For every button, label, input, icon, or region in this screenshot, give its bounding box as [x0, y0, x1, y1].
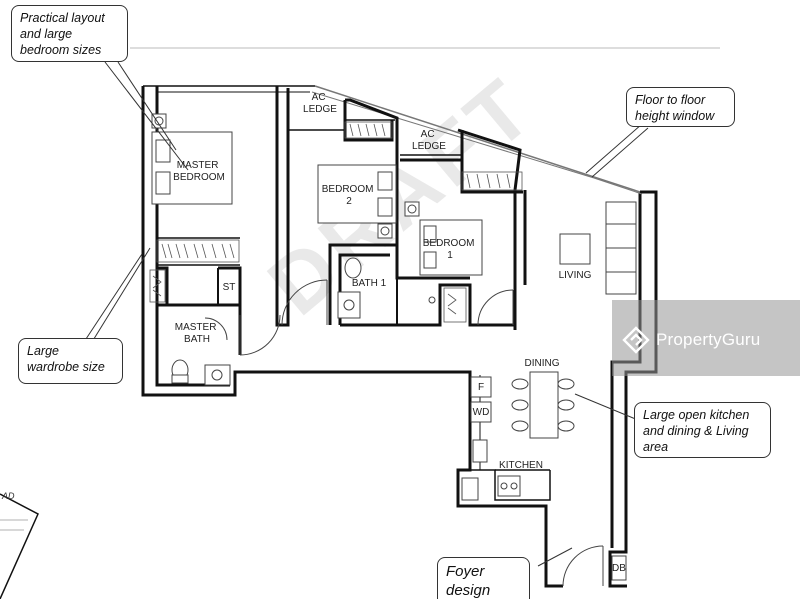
- label-master-bath-line1: MASTER: [175, 322, 217, 333]
- label-ac-ledge-2-line1: AC: [421, 129, 435, 140]
- living-furniture: [461, 201, 637, 581]
- label-bedroom-1: BEDROOM 1: [423, 238, 477, 261]
- label-dining: DINING: [525, 358, 560, 369]
- callout-leaders: [83, 61, 649, 567]
- label-ac-ledge-2-line2: LEDGE: [412, 141, 446, 152]
- callout-layout: Practical layout and large bedroom sizes: [11, 5, 128, 62]
- label-bedroom-1-line1: BEDROOM: [423, 238, 475, 249]
- label-ac-ledge-1-line1: AC: [312, 92, 326, 103]
- label-fridge: F: [478, 382, 484, 393]
- label-kitchen: KITCHEN: [499, 460, 543, 471]
- label-store: ST: [223, 282, 236, 293]
- label-living: LIVING: [559, 270, 592, 281]
- label-ac-ledge-1: AC LEDGE: [303, 92, 337, 115]
- label-washer: WD: [473, 407, 490, 418]
- label-ac-ledge-1-line2: LEDGE: [303, 104, 337, 115]
- label-db: DB: [612, 563, 626, 574]
- label-master-bedroom-line2: BEDROOM: [173, 172, 225, 183]
- bath-fixtures: [171, 257, 436, 386]
- callout-kitchen: Large open kitchen and dining & Living a…: [634, 402, 771, 458]
- wardrobes: [149, 121, 523, 323]
- room-labels: MASTER BEDROOM BEDROOM 2 BEDROOM 1 AC LE…: [173, 92, 626, 574]
- site-road-label: AD: [1, 491, 15, 501]
- propertyguru-logo-icon: [622, 326, 650, 354]
- callout-window: Floor to floor height window: [626, 87, 735, 127]
- propertyguru-logo: PropertyGuru: [622, 326, 760, 354]
- propertyguru-logo-text: PropertyGuru: [656, 330, 761, 349]
- door-swings: [204, 279, 604, 587]
- label-master-bedroom: MASTER BEDROOM: [173, 160, 225, 183]
- label-master-bath: MASTER BATH: [175, 322, 219, 345]
- label-bedroom-2-line2: 2: [346, 196, 352, 207]
- callout-wardrobe: Large wardrobe size: [18, 338, 123, 384]
- label-bedroom-2-line1: BEDROOM: [322, 184, 374, 195]
- label-master-bath-line2: BATH: [184, 334, 210, 345]
- watermark-band: [612, 300, 800, 376]
- label-master-bedroom-line1: MASTER: [177, 160, 219, 171]
- beds: [151, 113, 483, 276]
- label-bath-1: BATH 1: [352, 278, 387, 289]
- callout-foyer: Foyer design: [437, 557, 530, 599]
- label-bedroom-2: BEDROOM 2: [322, 184, 376, 207]
- site-corner: AD: [0, 491, 39, 599]
- label-ac-ledge-2: AC LEDGE: [412, 129, 446, 152]
- label-bedroom-1-line2: 1: [447, 250, 453, 261]
